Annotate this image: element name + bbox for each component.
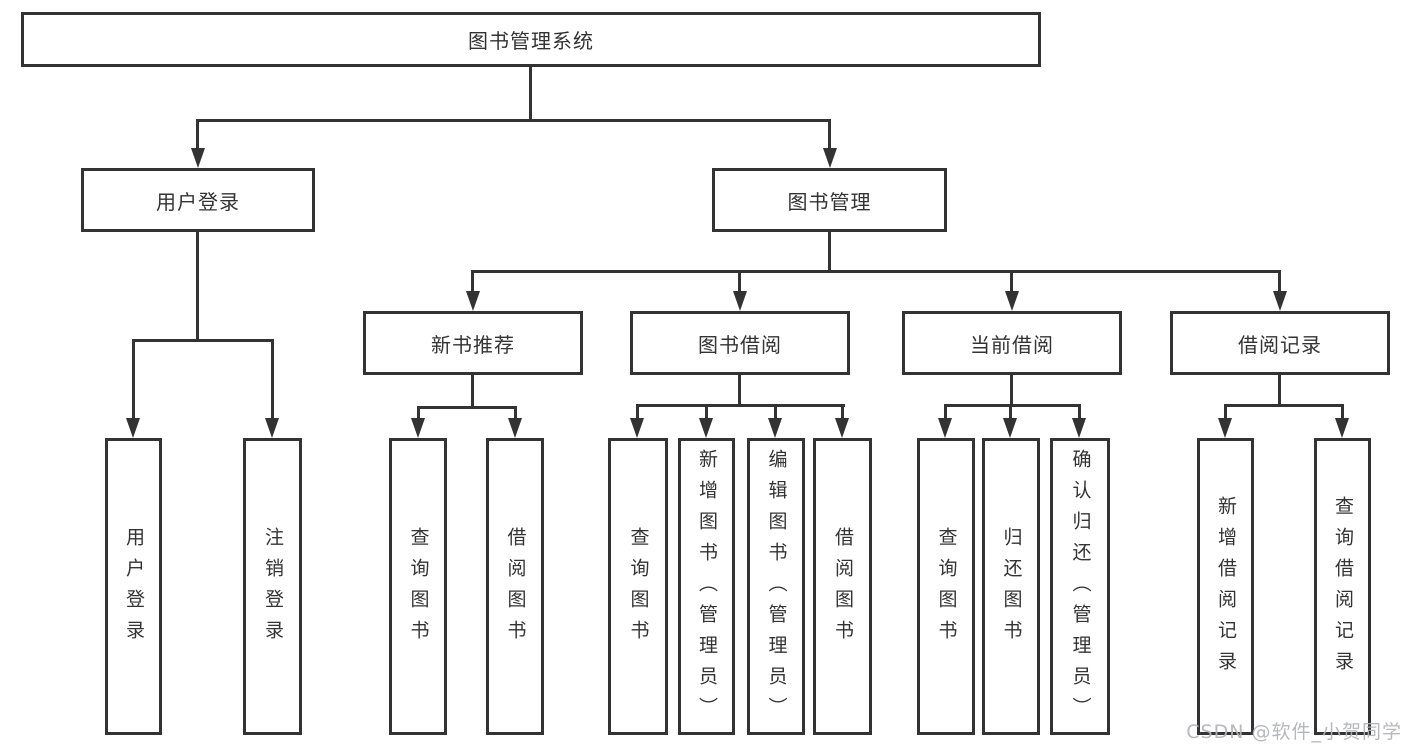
leaf-br-query-record: 查询借阅记录 — [1314, 438, 1371, 735]
leaf-bb-query-books: 查询图书 — [608, 438, 668, 735]
leaf-user-login: 用户登录 — [105, 438, 162, 735]
leaf-cb-query-books-label: 查询图书 — [935, 526, 958, 651]
leaf-cb-query-books: 查询图书 — [917, 438, 975, 735]
connector-line — [471, 270, 1281, 273]
connector-line — [197, 119, 831, 122]
leaf-bb-edit-books-admin-label: 编辑图书（管理员） — [765, 449, 788, 728]
connector-line — [828, 119, 831, 151]
arrow-down-icon — [1218, 418, 1232, 438]
leaf-bb-borrow-books: 借阅图书 — [813, 438, 872, 735]
leaf-nbr-borrow-books: 借阅图书 — [486, 438, 544, 735]
leaf-bb-add-books-admin: 新增图书（管理员） — [678, 438, 735, 735]
leaf-user-login-label: 用户登录 — [123, 526, 145, 651]
leaf-br-query-record-label: 查询借阅记录 — [1332, 495, 1354, 682]
leaf-nbr-borrow-books-label: 借阅图书 — [504, 526, 527, 651]
node-book-management: 图书管理 — [712, 168, 947, 232]
connector-line — [1278, 375, 1281, 407]
connector-line — [1009, 404, 1012, 421]
connector-line — [705, 404, 708, 421]
leaf-bb-borrow-books-label: 借阅图书 — [832, 526, 854, 651]
node-current-borrow: 当前借阅 — [902, 311, 1122, 375]
arrow-down-icon — [835, 418, 849, 438]
connector-line — [1278, 270, 1281, 293]
node-root-label: 图书管理系统 — [468, 29, 594, 53]
connector-line — [738, 270, 741, 293]
arrow-down-icon — [1072, 418, 1086, 438]
arrow-down-icon — [1003, 418, 1017, 438]
connector-line — [636, 404, 639, 421]
connector-line — [1224, 404, 1227, 421]
arrow-down-icon — [768, 418, 782, 438]
arrow-down-icon — [823, 148, 837, 168]
leaf-cb-return-books-label: 归还图书 — [1000, 526, 1023, 651]
node-new-book-recommend-label: 新书推荐 — [431, 332, 515, 357]
leaf-br-add-record-label: 新增借阅记录 — [1215, 495, 1237, 682]
leaf-logout: 注销登录 — [243, 438, 302, 735]
connector-line — [1010, 375, 1013, 407]
leaf-cb-return-books: 归还图书 — [982, 438, 1040, 735]
leaf-logout-label: 注销登录 — [262, 526, 284, 651]
connector-line — [471, 375, 474, 409]
leaf-bb-add-books-admin-label: 新增图书（管理员） — [696, 449, 718, 728]
node-borrow-record-label: 借阅记录 — [1238, 332, 1322, 357]
arrow-down-icon — [126, 418, 140, 438]
connector-line — [514, 406, 517, 421]
leaf-cb-confirm-return-admin: 确认归还（管理员） — [1050, 438, 1110, 735]
connector-line — [738, 375, 741, 407]
connector-line — [132, 339, 135, 421]
connector-line — [828, 232, 831, 273]
connector-line — [944, 404, 1081, 407]
leaf-bb-query-books-label: 查询图书 — [627, 526, 650, 651]
node-borrow-record: 借阅记录 — [1170, 311, 1390, 375]
arrow-down-icon — [1273, 291, 1287, 311]
connector-line — [471, 270, 474, 293]
connector-line — [636, 404, 845, 407]
node-current-borrow-label: 当前借阅 — [970, 332, 1054, 357]
arrow-down-icon — [508, 418, 522, 438]
connector-line — [944, 404, 947, 421]
arrow-down-icon — [191, 148, 205, 168]
node-book-borrow-label: 图书借阅 — [698, 332, 782, 357]
connector-line — [1078, 404, 1081, 421]
leaf-nbr-query-books-label: 查询图书 — [407, 526, 430, 651]
leaf-nbr-query-books: 查询图书 — [389, 438, 447, 735]
arrow-down-icon — [466, 291, 480, 311]
leaf-br-add-record: 新增借阅记录 — [1197, 438, 1254, 735]
connector-line — [529, 67, 532, 121]
node-user-login-label: 用户登录 — [156, 189, 240, 214]
leaf-cb-confirm-return-admin-label: 确认归还（管理员） — [1069, 449, 1092, 728]
connector-line — [1224, 404, 1343, 407]
node-root: 图书管理系统 — [21, 12, 1041, 67]
connector-line — [196, 119, 199, 151]
arrow-down-icon — [265, 418, 279, 438]
connector-line — [1010, 270, 1013, 293]
arrow-down-icon — [699, 418, 713, 438]
csdn-watermark: CSDN @软件_小贺同学 — [1186, 721, 1402, 743]
arrow-down-icon — [630, 418, 644, 438]
arrow-down-icon — [733, 291, 747, 311]
arrow-down-icon — [1005, 291, 1019, 311]
node-book-borrow: 图书借阅 — [630, 311, 850, 375]
arrow-down-icon — [1335, 418, 1349, 438]
connector-line — [417, 406, 517, 409]
arrow-down-icon — [411, 418, 425, 438]
connector-line — [132, 339, 273, 342]
node-user-login: 用户登录 — [81, 168, 315, 232]
connector-line — [196, 232, 199, 342]
connector-line — [271, 339, 274, 421]
connector-line — [774, 404, 777, 421]
connector-line — [417, 406, 420, 421]
node-new-book-recommend: 新书推荐 — [363, 311, 583, 375]
connector-line — [841, 404, 844, 421]
connector-line — [1341, 404, 1344, 421]
node-book-management-label: 图书管理 — [787, 189, 872, 214]
leaf-bb-edit-books-admin: 编辑图书（管理员） — [747, 438, 805, 735]
arrow-down-icon — [938, 418, 952, 438]
